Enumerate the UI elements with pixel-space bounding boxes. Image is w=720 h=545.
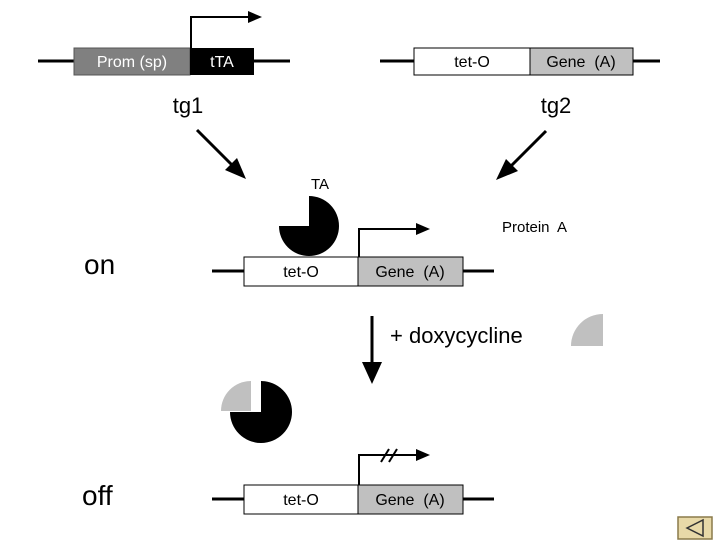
off-operator-box <box>243 484 359 515</box>
tg2-gene-box <box>529 47 634 76</box>
tg1-to-bitransgenic-arrow <box>195 128 235 168</box>
tg2-operator-label: tet-O <box>454 54 490 71</box>
tg1-arrowhead-icon <box>248 11 262 23</box>
inactive-transactivator-icon <box>230 381 292 443</box>
off-state: off tet-O Gene (A) <box>82 381 494 515</box>
tg1-transactivator-label: tTA <box>210 54 234 71</box>
on-arrowhead-icon <box>416 223 430 235</box>
off-gene-label: Gene (A) <box>375 492 444 509</box>
on-gene-label: Gene (A) <box>375 264 444 281</box>
construct-tg2: tet-O Gene (A) tg2 <box>380 47 660 118</box>
cross-arrows <box>195 128 548 180</box>
construct-tg1: Prom (sp) tTA tg1 <box>38 11 290 118</box>
on-transcription-arrow <box>358 228 418 257</box>
blocked-mark-1 <box>380 448 390 463</box>
on-gene-box <box>357 256 464 287</box>
tg1-promoter-label: Prom (sp) <box>97 54 167 71</box>
on-state-label: on <box>84 249 115 280</box>
doxycycline-step: + doxycycline <box>362 314 603 384</box>
tg2-gene-label: Gene (A) <box>546 54 615 71</box>
off-transcription-arrow <box>358 454 418 485</box>
off-state-label: off <box>82 480 113 511</box>
tg2-arrowhead-icon <box>496 159 518 180</box>
off-arrowhead-icon <box>416 449 430 461</box>
transactivator-pacman-icon <box>279 196 339 256</box>
bound-doxycycline-wedge-icon <box>221 381 251 411</box>
tg1-name: tg1 <box>173 93 204 118</box>
tg2-operator-box <box>413 47 531 76</box>
doxycycline-arrowhead-icon <box>362 362 382 384</box>
back-button[interactable] <box>677 516 713 540</box>
doxycycline-wedge-icon <box>571 314 603 346</box>
doxycycline-label: + doxycycline <box>390 323 523 348</box>
on-state: on TA tet-O Gene (A) Protein A <box>84 176 567 287</box>
protein-a-label: Protein A <box>502 219 567 236</box>
tg2-name: tg2 <box>541 93 572 118</box>
triangle-left-icon[interactable] <box>685 518 704 538</box>
tg1-arrowhead-icon-2 <box>225 158 246 179</box>
on-operator-label: tet-O <box>283 264 319 281</box>
on-operator-box <box>243 256 359 287</box>
tg1-transcription-start-arrow <box>190 16 250 48</box>
off-gene-box <box>357 484 464 515</box>
transactivator-label: TA <box>311 176 329 193</box>
off-operator-label: tet-O <box>283 492 319 509</box>
tg2-to-bitransgenic-arrow <box>508 129 548 169</box>
tg1-transactivator-box <box>190 48 254 75</box>
blocked-mark-2 <box>388 448 398 463</box>
